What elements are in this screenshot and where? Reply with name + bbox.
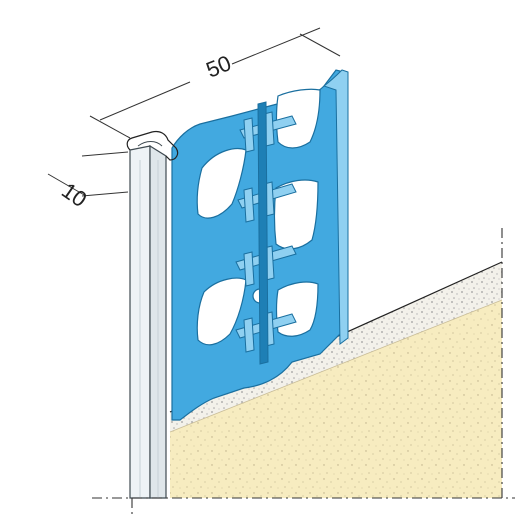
- mesh-wing: [171, 69, 349, 421]
- dimension-depth: 10: [47, 151, 129, 212]
- construction-lines: [92, 228, 515, 515]
- bead-profile: [126, 130, 179, 499]
- plaster-layer: [170, 300, 502, 498]
- dimension-width-label: 50: [203, 50, 235, 82]
